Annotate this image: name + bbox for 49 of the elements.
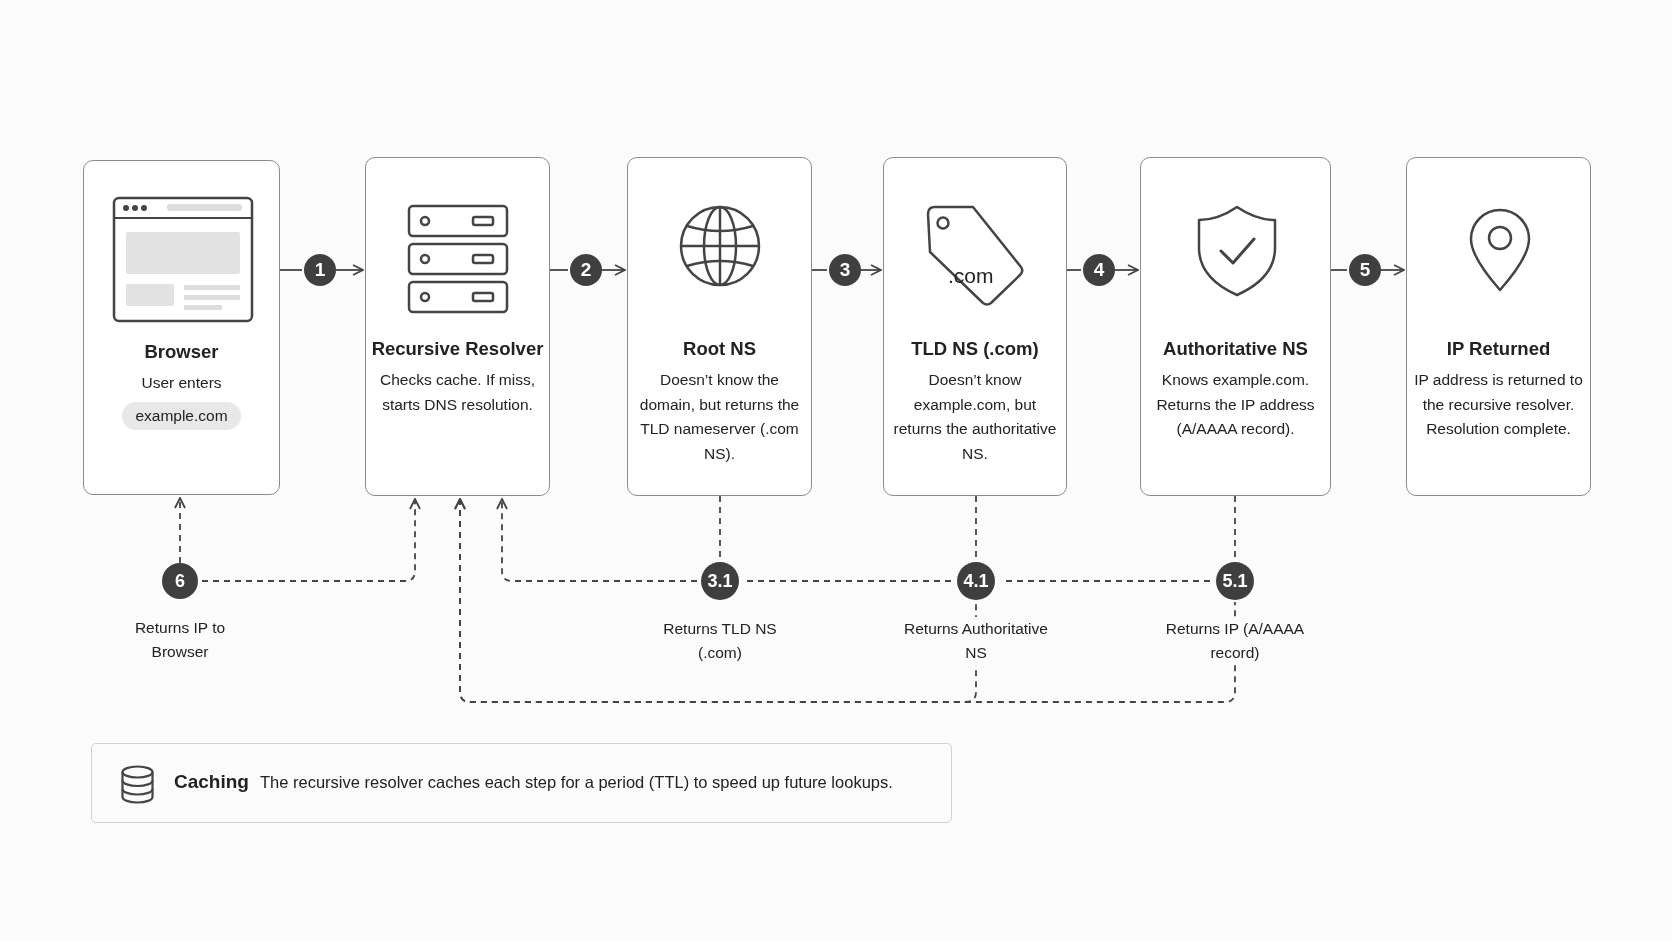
step-number-badge: 3	[829, 254, 861, 286]
note-text: The recursive resolver caches each step for a period (TTL) to speed up future lookups.	[260, 773, 893, 792]
card-description: Knows example.com. Returns the IP address (A/AAAA record).	[1155, 370, 1316, 439]
step-number-badge: 4.1	[957, 562, 995, 600]
connector-line	[1066, 269, 1082, 271]
card-title: Root NS	[683, 338, 756, 360]
connector-line	[1330, 269, 1348, 271]
connector-line	[279, 269, 303, 271]
note-heading: Caching	[174, 771, 249, 793]
card-title: IP Returned	[1446, 338, 1551, 360]
dashed-arrow	[454, 498, 1236, 703]
arrow	[335, 264, 364, 276]
dashed-line	[719, 495, 721, 559]
step-number-badge: 5	[1349, 254, 1381, 286]
arrow	[601, 264, 626, 276]
card-description: User enters	[140, 373, 223, 393]
step-card	[883, 157, 1067, 496]
dashed-arrow	[496, 498, 698, 582]
connector-line	[549, 269, 569, 271]
note-panel	[91, 743, 952, 823]
step-card	[1140, 157, 1331, 496]
card-description: IP address is returned to the recursive resolver. Resolution complete.	[1413, 370, 1584, 439]
step-card	[627, 157, 812, 496]
card-title: TLD NS (.com)	[911, 338, 1039, 360]
card-description: Checks cache. If miss, starts DNS resolution.	[378, 370, 536, 415]
dashed-line	[744, 580, 952, 582]
step-card	[365, 157, 550, 496]
step-number-badge: 1	[304, 254, 336, 286]
step-number-badge: 2	[570, 254, 602, 286]
domain-chip: example.com	[122, 401, 241, 430]
connector-line	[811, 269, 828, 271]
step-number-badge: 4	[1083, 254, 1115, 286]
card-title: Recursive Resolver	[371, 338, 544, 360]
step-number-badge: 3.1	[701, 562, 739, 600]
arrow	[860, 264, 882, 276]
arrow	[1380, 264, 1405, 276]
step-number-badge: 6	[162, 563, 198, 599]
dashed-line	[1234, 495, 1236, 559]
step-number-badge: 5.1	[1216, 562, 1254, 600]
step-card	[83, 160, 280, 495]
card-title: Browser	[144, 341, 219, 363]
dashed-line	[975, 495, 977, 559]
dashed-arrow	[174, 497, 186, 564]
card-description: Doesn’t know the domain, but returns the TLD nameserver (.com NS).	[638, 370, 801, 464]
step-card	[1406, 157, 1591, 496]
card-title: Authoritative NS	[1163, 338, 1308, 360]
card-description: Doesn’t know example.com, but returns the authoritative NS.	[892, 370, 1058, 464]
dashed-arrow	[201, 498, 421, 582]
arrow	[1114, 264, 1139, 276]
